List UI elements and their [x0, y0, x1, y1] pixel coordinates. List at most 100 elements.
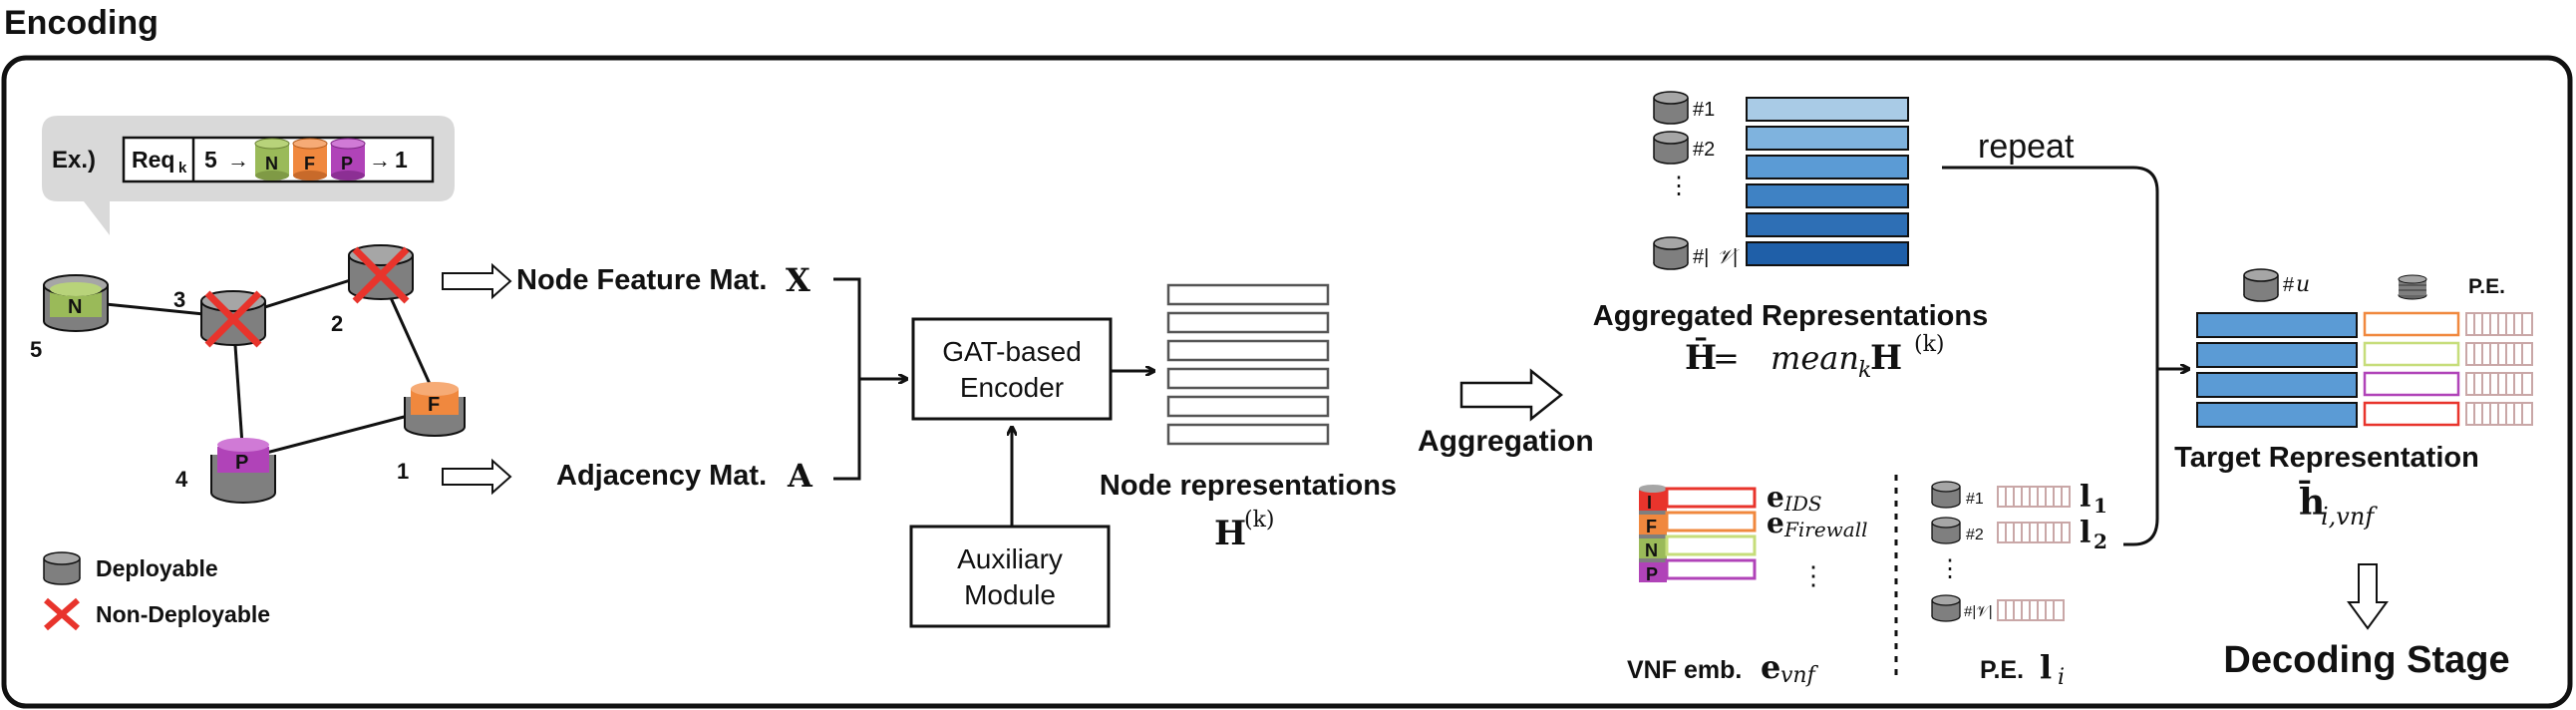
target-pe-stack	[2465, 312, 2533, 426]
request-end: 1	[395, 147, 408, 173]
node-icon	[1653, 91, 1689, 125]
pe-index-2: #2	[1966, 527, 1984, 543]
gat-encoder-box	[911, 317, 1113, 421]
e-firewall-sub: Firewall	[1783, 518, 1868, 541]
pe-index-last: #|𝒱|	[1964, 603, 1993, 620]
aggregation-label: Aggregation	[1418, 425, 1594, 458]
agg-formula-sup: (k)	[1914, 332, 1945, 357]
vnf-letter-n: N	[1645, 540, 1658, 560]
pe-caption: P.E.	[1980, 656, 2024, 684]
arrow-glyph-2: →	[369, 148, 391, 173]
vertical-dots: ⋮	[1667, 173, 1691, 199]
pe-caption-l: l	[2040, 648, 2052, 686]
node-icon	[1653, 131, 1689, 165]
l2-main: l	[2080, 516, 2091, 550]
input-bracket	[833, 277, 861, 481]
target-u-symbol: u	[2296, 272, 2310, 297]
auxiliary-line-2: Module	[964, 579, 1056, 610]
svg-text:P: P	[341, 154, 353, 174]
encoder-line-2: Encoder	[960, 372, 1064, 403]
pe-bars	[1997, 486, 2071, 621]
node-1-label: 1	[397, 459, 409, 484]
node-5-label: 5	[30, 337, 42, 362]
vnf-emb-caption-e: e	[1761, 648, 1780, 686]
non-deployable-icon	[44, 597, 80, 631]
l1-main: l	[2080, 480, 2091, 515]
agg-formula-eq: =	[1713, 339, 1740, 377]
vertical-dots: ⋮	[1800, 560, 1826, 590]
agg-formula-h: H̄	[1685, 337, 1717, 378]
adjacency-symbol: A	[787, 457, 813, 495]
node-1: F	[404, 382, 466, 437]
deployable-icon	[43, 551, 81, 585]
chain-vnf-p: P	[330, 138, 366, 180]
target-title: Target Representation	[2174, 442, 2479, 474]
node-icon	[1653, 236, 1689, 270]
agg-formula-mean: mean	[1771, 339, 1859, 377]
auxiliary-module-box	[909, 525, 1111, 628]
aggregated-node-icons	[1653, 91, 1689, 270]
aggregated-title: Aggregated Representations	[1593, 300, 1988, 332]
node-4-label: 4	[175, 467, 188, 492]
e-ids-sub: IDS	[1783, 492, 1822, 516]
legend-non-deployable: Non-Deployable	[96, 601, 270, 627]
e-ids-main: e	[1767, 481, 1784, 514]
example-bubble: Ex.) Req k 5 → N F P → 1	[42, 116, 455, 235]
vnf-letter-p: P	[1646, 564, 1658, 584]
agg-formula-k: k	[1858, 358, 1871, 383]
hollow-arrow-icon	[442, 458, 512, 496]
encoding-frame	[1, 55, 2573, 709]
agg-index-last-pre: #|	[1693, 246, 1709, 268]
agg-index-1: #1	[1693, 99, 1715, 121]
pe-node-icons	[1931, 481, 1961, 622]
vnf-cylinder-stack	[1639, 485, 1667, 582]
arrow-glyph-1: →	[227, 148, 249, 173]
aggregated-stack	[1746, 97, 1909, 266]
repeat-path	[1942, 166, 2159, 546]
adjacency-label: Adjacency Mat.	[556, 460, 767, 492]
l1-sub: 1	[2093, 494, 2107, 518]
chain-vnf-n: N	[254, 138, 290, 180]
vnf-emb-caption: VNF emb.	[1627, 656, 1742, 684]
vertical-dots: ⋮	[1938, 555, 1962, 582]
request-start: 5	[204, 147, 217, 173]
agg-formula-h2: H	[1870, 338, 1902, 378]
target-pe-header: P.E.	[2468, 275, 2505, 298]
agg-index-2: #2	[1693, 139, 1715, 161]
legend-deployable: Deployable	[96, 555, 218, 581]
node-feature-symbol: X	[786, 261, 810, 299]
example-prefix: Ex.)	[52, 147, 96, 174]
l2-sub: 2	[2093, 530, 2107, 553]
vnf-emb-caption-sub: vnf	[1780, 663, 1819, 688]
vnf-letter-i: I	[1647, 493, 1652, 513]
node-3	[200, 290, 266, 348]
svg-text:N: N	[68, 296, 82, 318]
svg-text:P: P	[235, 452, 248, 474]
node-3-label: 3	[173, 287, 185, 312]
auxiliary-line-1: Auxiliary	[957, 543, 1063, 574]
down-arrow-icon	[2347, 563, 2389, 630]
svg-text:N: N	[265, 154, 278, 174]
edge-4-1	[242, 407, 436, 461]
pe-caption-sub: i	[2058, 665, 2065, 690]
node-4: P	[210, 438, 276, 504]
node-repr-sup: (k)	[1244, 508, 1275, 532]
node-repr-title: Node representations	[1100, 470, 1397, 502]
chain-vnf-f: F	[292, 138, 328, 180]
node-2	[348, 244, 414, 304]
vnf-letter-f: F	[1646, 517, 1657, 536]
vnf-stack-icon	[2398, 274, 2427, 300]
target-symbol: h̄	[2299, 480, 2325, 524]
pe-index-1: #1	[1966, 491, 1984, 508]
node-feature-label: Node Feature Mat.	[516, 264, 767, 296]
node-5: N	[43, 274, 109, 332]
svg-text:F: F	[304, 154, 315, 174]
legend: Deployable Non-Deployable	[43, 551, 270, 631]
target-subscript: i,vnf	[2321, 503, 2378, 531]
agg-index-last-post: |	[1733, 246, 1738, 268]
hollow-arrow-icon	[442, 262, 512, 300]
target-blue-stack	[2196, 312, 2358, 428]
target-u-hash: #	[2283, 274, 2295, 296]
node-repr-symbol: H	[1214, 514, 1246, 553]
decoding-stage-label: Decoding Stage	[2223, 639, 2509, 681]
